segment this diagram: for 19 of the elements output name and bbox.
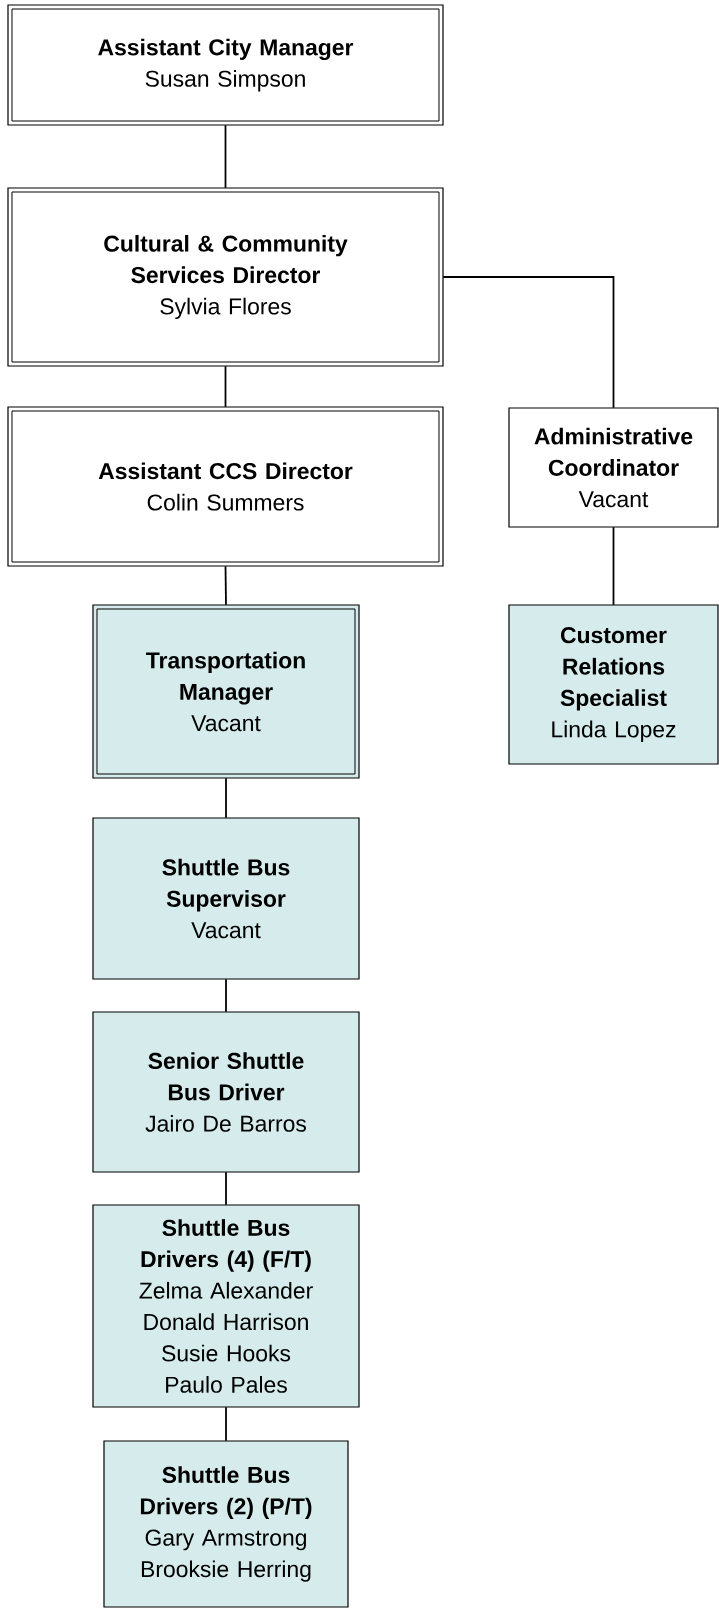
connector-line <box>612 526 615 606</box>
org-box: Customer Relations Specialist Linda Lopez <box>508 604 719 765</box>
connector-line <box>225 978 227 1013</box>
org-box: Transportation Manager Vacant <box>92 604 360 779</box>
org-box: Administrative Coordinator Vacant <box>508 407 719 528</box>
connector-line <box>225 1406 227 1442</box>
org-box: Assistant CCS Director Colin Summers <box>7 406 444 567</box>
org-box: Assistant City Manager Susan Simpson <box>7 4 444 126</box>
org-box: Shuttle Bus Drivers (2) (P/T) Gary Armstrong Brooksie Herring <box>103 1440 349 1608</box>
connector-line <box>225 1171 227 1206</box>
org-box: Shuttle Bus Supervisor Vacant <box>92 817 360 980</box>
connector-line <box>224 565 227 606</box>
org-box: Senior Shuttle Bus Driver Jairo De Barros <box>92 1011 360 1173</box>
connector-line <box>224 365 227 408</box>
connector-line <box>224 124 227 189</box>
org-box: Cultural & Community Services Director Sylvia Flores <box>7 187 444 367</box>
connector-line <box>225 777 227 819</box>
connector-line <box>442 276 615 409</box>
org-box: Shuttle Bus Drivers (4) (F/T) Zelma Alexander Donald Harrison Susie Hooks Paulo Pales <box>92 1204 360 1408</box>
